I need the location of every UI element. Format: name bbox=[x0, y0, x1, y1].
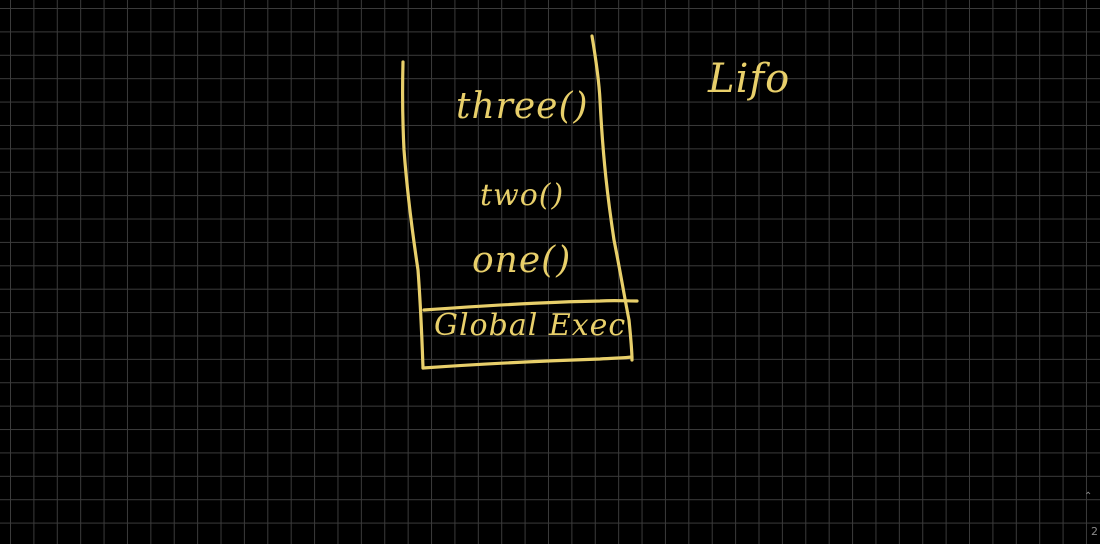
chevron-up-icon[interactable]: ⌃ bbox=[1084, 491, 1093, 502]
stack-right-wall bbox=[590, 34, 634, 362]
stack-base-global-exec: Global Exec bbox=[434, 308, 627, 343]
lifo-note: Lifo bbox=[708, 56, 791, 102]
global-divider-line bbox=[422, 298, 639, 312]
stack-bottom-line bbox=[421, 355, 634, 370]
stack-left-wall bbox=[400, 60, 425, 370]
stack-frame-one: one() bbox=[472, 240, 572, 281]
page-indicator: 2 bbox=[1091, 525, 1098, 538]
stack-frame-two: two() bbox=[480, 178, 565, 213]
stack-frame-three: three() bbox=[456, 86, 589, 127]
